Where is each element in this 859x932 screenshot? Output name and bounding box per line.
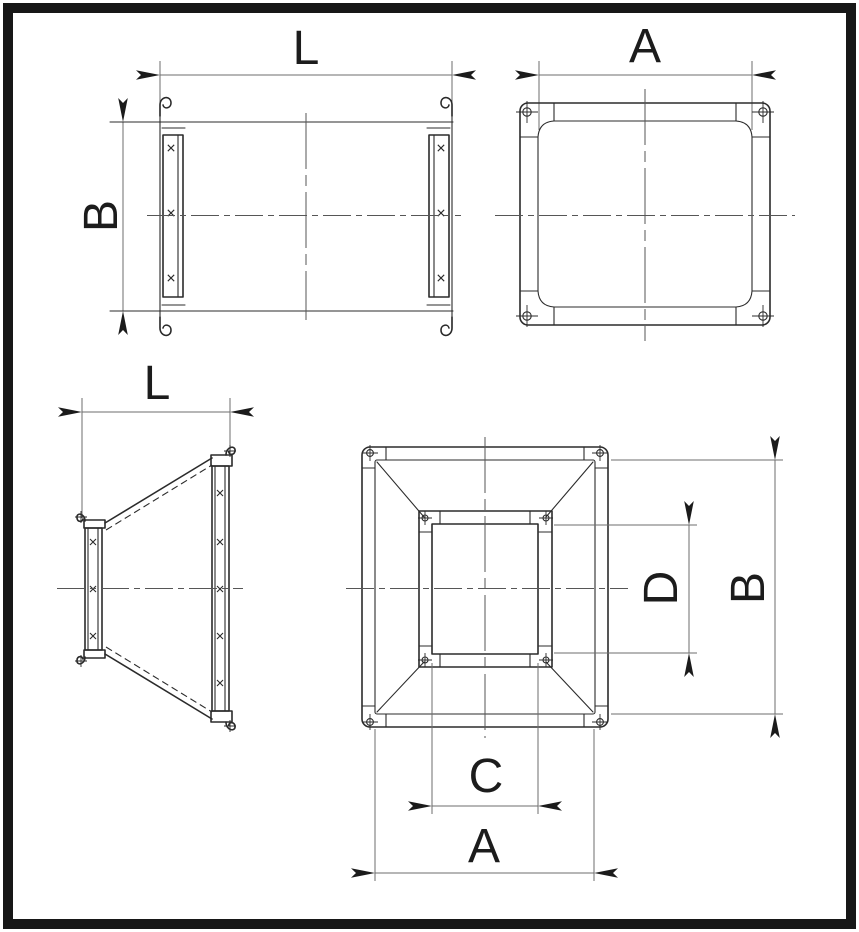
diagonal-edge bbox=[545, 461, 594, 518]
flange-cap bbox=[83, 519, 106, 529]
corner-arc bbox=[735, 290, 753, 308]
dim-label-D: D bbox=[635, 571, 688, 606]
dim-label-L: L bbox=[144, 357, 171, 410]
corner-hook bbox=[440, 316, 453, 337]
duct-front-view: A bbox=[495, 20, 795, 341]
corner-bracket-ticks bbox=[519, 102, 771, 326]
transition-wall-top-hidden bbox=[105, 464, 213, 531]
bolt-hole-icon bbox=[516, 305, 538, 327]
bolt-hole-icon bbox=[362, 445, 378, 461]
bolt-hole-icon bbox=[539, 653, 553, 667]
inner-corner-bolt-holes bbox=[418, 511, 553, 667]
bolt-hole-icon bbox=[752, 101, 774, 123]
x-mark bbox=[437, 274, 445, 282]
flange-left bbox=[159, 96, 186, 337]
page-border bbox=[3, 3, 856, 929]
x-mark bbox=[89, 538, 97, 546]
dim-label-L: L bbox=[293, 22, 320, 75]
dim-label-C: C bbox=[469, 750, 504, 803]
diagonal-edge bbox=[545, 661, 594, 713]
dimension-outer-height-B: B bbox=[611, 436, 783, 738]
bolt-hole-icon bbox=[752, 305, 774, 327]
x-mark bbox=[216, 679, 224, 687]
dim-label-A: A bbox=[468, 820, 500, 873]
flange-frame-inner bbox=[537, 120, 753, 308]
transition-diagonals bbox=[376, 461, 594, 713]
bolt-hole-icon bbox=[539, 511, 553, 525]
transition-wall-bottom bbox=[104, 653, 213, 720]
bolt-cross bbox=[224, 445, 236, 457]
x-mark bbox=[167, 274, 175, 282]
dimension-outer-width-A: A bbox=[351, 729, 618, 881]
corner-hook bbox=[440, 96, 453, 117]
dimension-height-B: B bbox=[75, 98, 128, 335]
dimension-length-L: L bbox=[136, 22, 476, 105]
bolt-cross bbox=[75, 511, 87, 523]
corner-hook bbox=[159, 96, 172, 117]
outer-corner-ticks bbox=[361, 446, 609, 728]
corner-arc bbox=[537, 290, 555, 308]
flange-cap bbox=[83, 649, 106, 659]
dimension-inner-height-D: D bbox=[554, 501, 697, 677]
x-mark bbox=[216, 632, 224, 640]
bolt-hole-icon bbox=[362, 714, 378, 730]
transition-wall-bottom-hidden bbox=[105, 646, 213, 713]
dimension-inner-width-C: C bbox=[408, 663, 562, 814]
bolt-hole-icon bbox=[592, 445, 608, 461]
dim-label-B: B bbox=[722, 572, 775, 604]
transition-side-view: L bbox=[57, 357, 254, 732]
bolt-hole-icon bbox=[418, 653, 432, 667]
outer-corner-bolt-holes bbox=[362, 445, 608, 730]
x-mark bbox=[437, 144, 445, 152]
corner-bolt-holes bbox=[516, 101, 774, 327]
bolt-cross bbox=[75, 655, 87, 667]
diagonal-edge bbox=[376, 661, 425, 713]
flange-cap bbox=[210, 454, 233, 467]
corner-arc bbox=[537, 120, 555, 138]
diagonal-edge bbox=[376, 461, 425, 518]
x-mark bbox=[89, 632, 97, 640]
dim-label-A: A bbox=[629, 20, 661, 73]
flange-right bbox=[426, 96, 453, 337]
x-mark bbox=[216, 585, 224, 593]
x-mark bbox=[216, 538, 224, 546]
flange-cap bbox=[210, 710, 233, 723]
transition-wall-top bbox=[104, 457, 213, 524]
duct-side-view: L B bbox=[75, 22, 476, 337]
x-mark bbox=[216, 489, 224, 497]
bolt-hole-icon bbox=[592, 714, 608, 730]
dim-label-B: B bbox=[75, 200, 128, 232]
x-mark bbox=[167, 144, 175, 152]
dimension-length-L: L bbox=[58, 357, 254, 518]
bolt-cross bbox=[224, 720, 236, 732]
inner-corner-ticks bbox=[418, 510, 553, 668]
bolt-hole-icon bbox=[516, 101, 538, 123]
corner-hook bbox=[159, 316, 172, 337]
corner-arc bbox=[735, 120, 753, 138]
bolt-hole-icon bbox=[418, 511, 432, 525]
transition-front-view: D B C A bbox=[346, 436, 783, 881]
dimension-width-A: A bbox=[515, 20, 776, 130]
